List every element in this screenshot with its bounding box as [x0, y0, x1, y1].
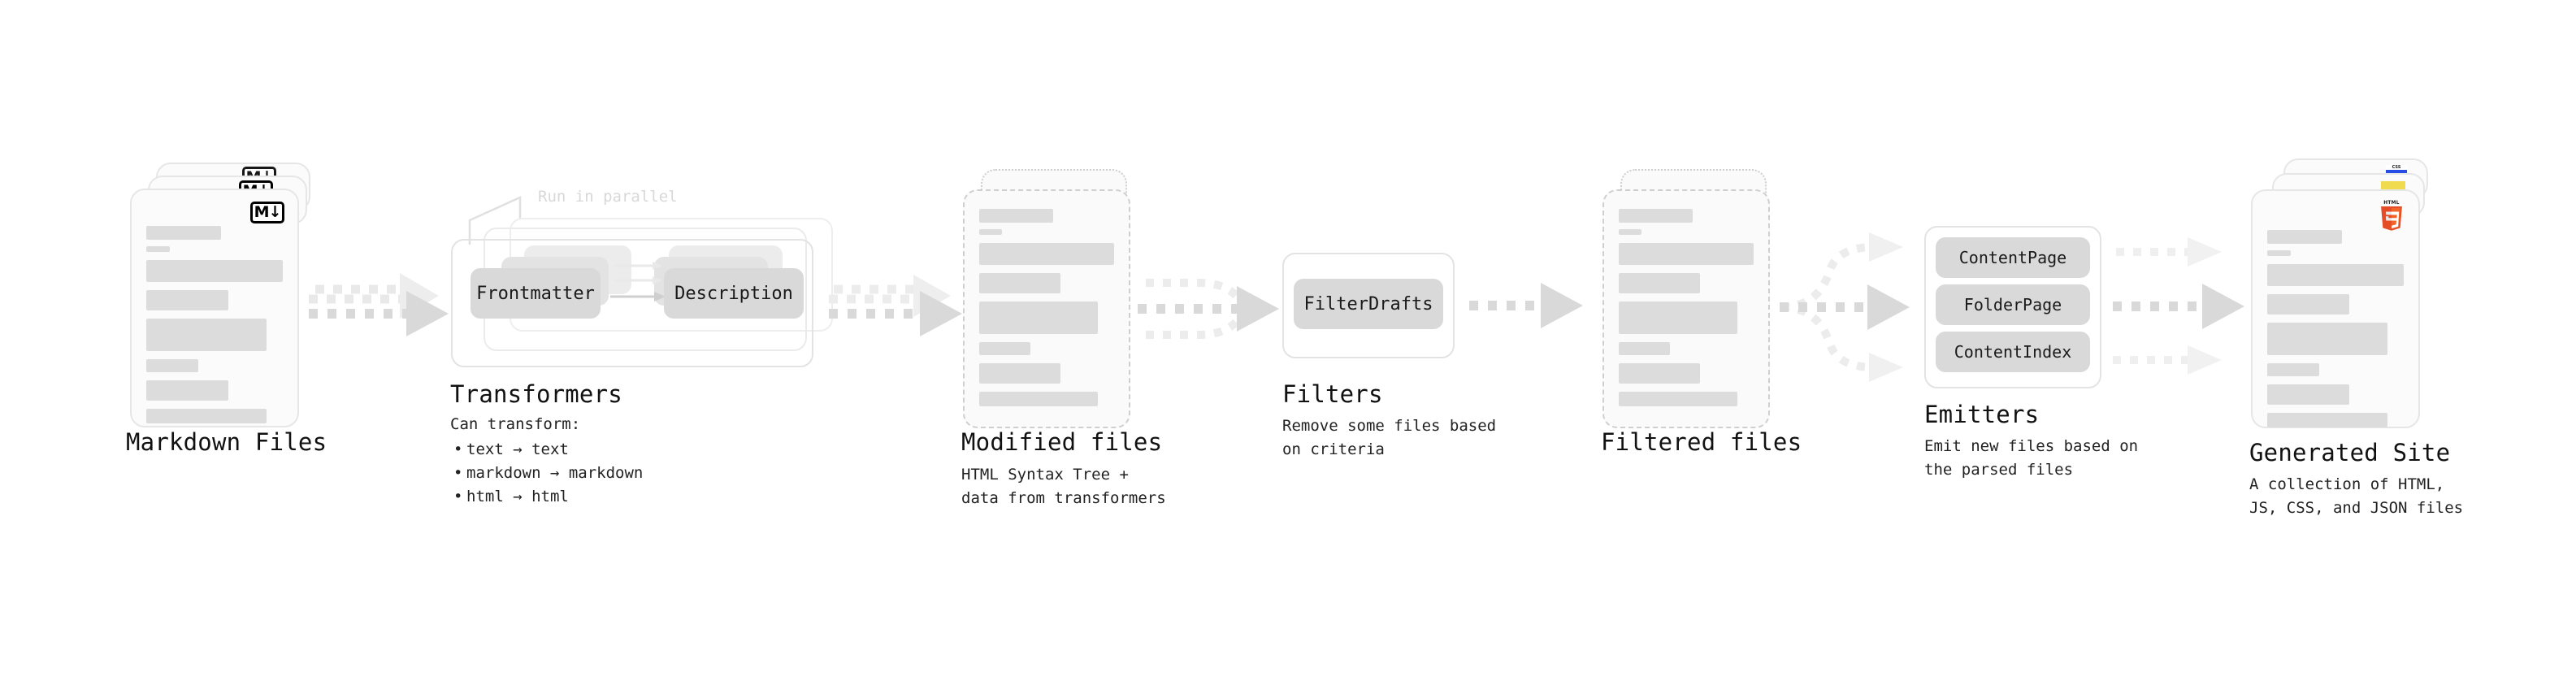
svg-text:HTML: HTML [2383, 201, 2400, 206]
filters-group [1282, 253, 1455, 358]
markdown-files-stack: M↓ M↓ M↓ [130, 163, 317, 431]
skeleton-bar [2267, 250, 2291, 256]
chip-frontmatter[interactable]: Frontmatter [471, 268, 601, 319]
filters-subtitle: Remove some files based on criteria [1282, 417, 1497, 458]
skeleton-bar [146, 380, 228, 401]
connector-transformers-to-modified [829, 275, 962, 336]
skeleton-bar [979, 273, 1060, 293]
connector-emitters-to-site [2113, 237, 2244, 375]
skeleton-bar [1619, 229, 1642, 235]
site-card-front-html: HTML [2251, 189, 2420, 428]
transform-item: html → html [453, 485, 643, 509]
modified-card-front [963, 189, 1130, 428]
skeleton-bar [2267, 264, 2404, 286]
skeleton-bar [2267, 413, 2387, 427]
run-in-parallel-bracket [468, 196, 522, 245]
skeleton-bar [2267, 384, 2349, 405]
skeleton-bar [979, 342, 1031, 355]
transformer-panel-front [451, 239, 813, 367]
emitters-subtitle: Emit new files based on the parsed files [1924, 437, 2139, 479]
filtered-skeleton [1619, 209, 1754, 406]
skeleton-bar [2267, 230, 2343, 244]
skeleton-bar [979, 392, 1099, 406]
skeleton-bar [2267, 294, 2349, 314]
transformers-title: Transformers [450, 380, 622, 408]
markdown-badge: M↓ [250, 202, 284, 223]
connector-filters-to-filtered [1469, 283, 1583, 328]
modified-files-subtitle: HTML Syntax Tree + data from transformer… [961, 466, 1166, 507]
transform-list: text → text markdown → markdown html → h… [450, 438, 643, 509]
skeleton-bar [146, 260, 283, 282]
chip-contentindex[interactable]: ContentIndex [1936, 332, 2090, 372]
skeleton-bar [979, 301, 1099, 334]
generated-site-subtitle: A collection of HTML, JS, CSS, and JSON … [2249, 475, 2464, 517]
css-badge-bar [2386, 170, 2407, 173]
skeleton-bar [979, 209, 1054, 223]
skeleton-bar [146, 226, 222, 240]
skeleton-bar [146, 290, 228, 310]
skeleton-bar [1619, 342, 1671, 355]
skeleton-bar [979, 243, 1114, 265]
skeleton-bar [1619, 273, 1700, 293]
skeleton-bar [1619, 392, 1738, 406]
emitters-title: Emitters [1924, 401, 2040, 428]
generated-site-skeleton [2267, 230, 2404, 427]
css-badge-label: CSS [2386, 165, 2407, 170]
filters-title: Filters [1282, 380, 1383, 408]
run-in-parallel-label: Run in parallel [538, 188, 678, 206]
markdown-files-title: Markdown Files [126, 428, 327, 456]
skeleton-bar [1619, 301, 1738, 334]
connector-filtered-to-emitters [1780, 232, 1910, 382]
skeleton-bar [146, 409, 267, 423]
markdown-skeleton [146, 226, 283, 423]
skeleton-bar [1619, 209, 1693, 223]
generated-site-stack: CSS HTML [2251, 158, 2438, 435]
modified-files-stack [963, 169, 1150, 437]
emitters-group [1924, 226, 2101, 388]
transform-item: markdown → markdown [453, 462, 643, 485]
filtered-files-stack [1602, 169, 1789, 437]
transformer-inner-arrows [610, 262, 666, 301]
skeleton-bar [1619, 243, 1754, 265]
transform-item: text → text [453, 438, 643, 462]
transformers-group: Run in parallel Frontmatter Description … [451, 188, 833, 367]
html5-icon: HTML [2381, 201, 2402, 231]
modified-skeleton [979, 209, 1114, 406]
skeleton-bar [979, 229, 1003, 235]
transform-lead: Can transform: [450, 415, 581, 433]
transformers-capabilities: Can transform: text → text markdown → ma… [450, 413, 643, 509]
filtered-card-front [1602, 189, 1770, 428]
skeleton-bar [146, 359, 198, 372]
markdown-card-front: M↓ [130, 189, 299, 427]
chip-description[interactable]: Description [664, 268, 804, 319]
generated-site-title: Generated Site [2249, 439, 2451, 466]
chip-filterdrafts[interactable]: FilterDrafts [1294, 279, 1443, 329]
connector-modified-to-filters [1138, 279, 1279, 339]
connector-markdown-to-transformers [309, 273, 449, 336]
modified-files-title: Modified files [961, 428, 1163, 456]
skeleton-bar [146, 319, 267, 351]
skeleton-bar [1619, 363, 1700, 384]
filtered-files-title: Filtered files [1601, 428, 1802, 456]
chip-contentpage[interactable]: ContentPage [1936, 237, 2090, 278]
skeleton-bar [979, 363, 1060, 384]
skeleton-bar [146, 246, 170, 252]
skeleton-bar [2267, 323, 2387, 355]
chip-folderpage[interactable]: FolderPage [1936, 284, 2090, 325]
css-badge: CSS [2386, 165, 2407, 173]
skeleton-bar [2267, 363, 2319, 376]
